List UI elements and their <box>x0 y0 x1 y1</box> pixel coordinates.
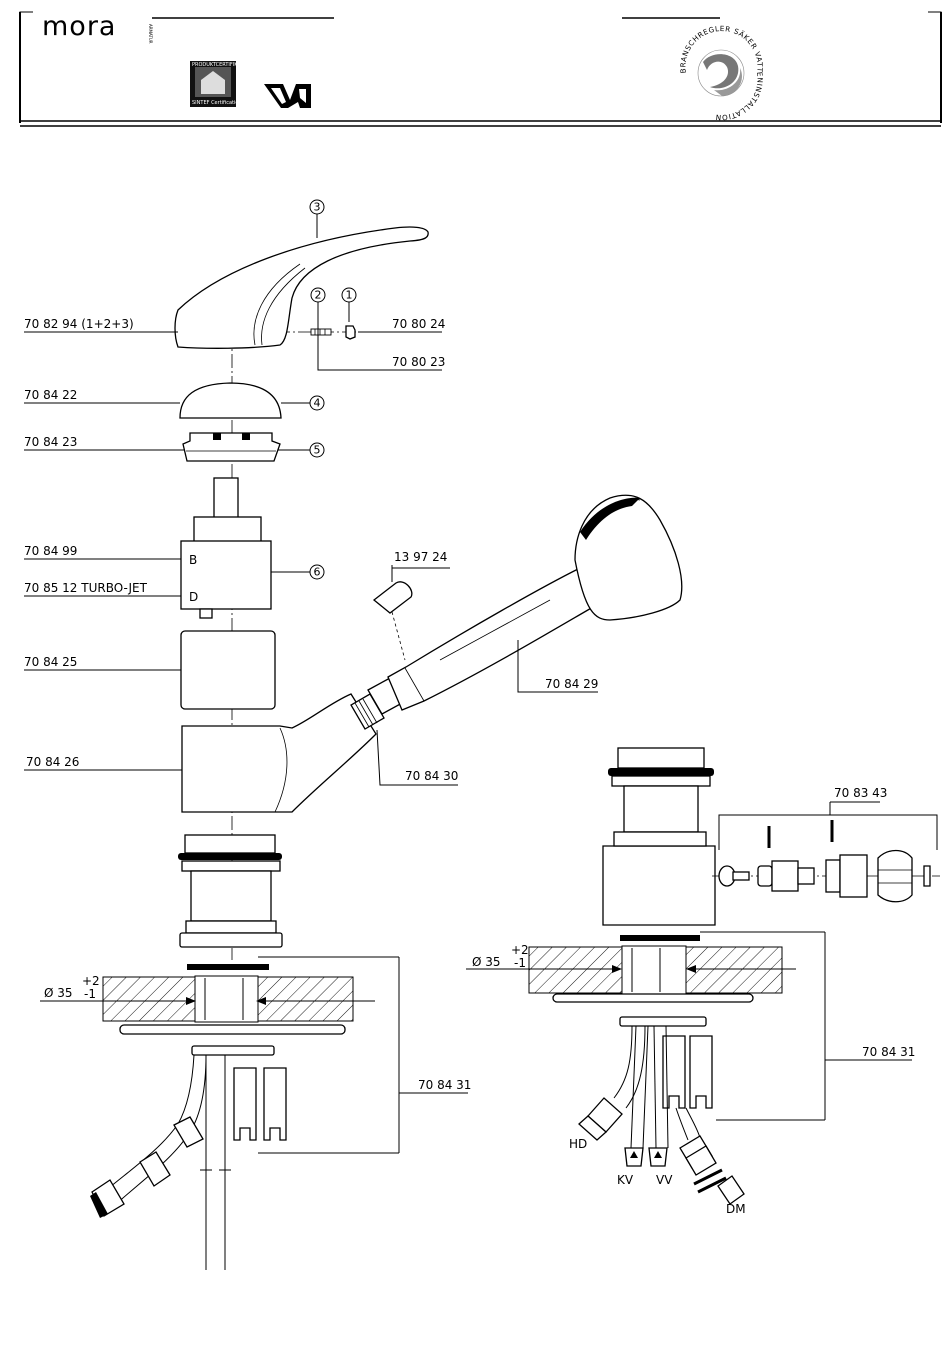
cap-part <box>180 383 281 418</box>
lever-handle <box>175 227 428 348</box>
left-base-assembly <box>90 835 353 1270</box>
label-dia-right: Ø 35 <box>472 955 501 969</box>
sleeve-part <box>181 631 275 709</box>
callout-3: 3 <box>314 201 321 214</box>
brand-sub: ARMATUR <box>148 24 153 44</box>
ring-part <box>183 433 280 461</box>
faucet-body <box>182 694 376 812</box>
label-body: 70 84 26 <box>26 755 79 769</box>
label-aerator: 13 97 24 <box>394 550 447 564</box>
pin-part <box>311 329 331 335</box>
label-tol-minus-right: -1 <box>514 956 526 970</box>
label-hd: HD <box>569 1137 587 1151</box>
label-ring: 70 84 23 <box>24 435 77 449</box>
label-mounting-kit-left: 70 84 31 <box>418 1078 471 1092</box>
callout-4: 4 <box>314 397 321 410</box>
label-sleeve: 70 84 25 <box>24 655 77 669</box>
cert-badge-bottom: SINTEF Certification <box>192 100 242 106</box>
label-tol-plus-left: +2 <box>82 974 100 988</box>
header-frame <box>20 12 941 126</box>
label-tol-minus-left: -1 <box>84 987 96 1001</box>
callout-6: 6 <box>314 566 321 579</box>
label-pin: 70 80 23 <box>392 355 445 369</box>
spray-head-part <box>388 495 682 710</box>
label-tol-plus-right: +2 <box>511 943 529 957</box>
label-screw: 70 80 24 <box>392 317 445 331</box>
callout-1: 1 <box>346 289 353 302</box>
valve-kit-parts <box>712 820 940 902</box>
label-cap: 70 84 22 <box>24 388 77 402</box>
label-dm: DM <box>726 1202 746 1216</box>
seal-logo: BRANSCHREGLER SÄKER VATTENINSTALLATION <box>678 24 764 122</box>
label-kv: KV <box>617 1173 634 1187</box>
label-hose-nut: 70 84 30 <box>405 769 458 783</box>
aerator-part <box>374 582 412 660</box>
label-cartridge-b: B <box>189 553 197 567</box>
label-dia-left: Ø 35 <box>44 986 73 1000</box>
label-mounting-kit-right: 70 84 31 <box>862 1045 915 1059</box>
label-vv: VV <box>656 1173 673 1187</box>
brand-name: mora <box>42 11 116 42</box>
cert-badge-top: PRODUKTCERTIFIKAT <box>192 62 244 68</box>
label-cartridge: 70 84 99 <box>24 544 77 558</box>
label-cartridge-d: D <box>189 590 198 604</box>
vatten-logo <box>264 84 311 108</box>
label-handle-assembly: 70 82 94 (1+2+3) <box>24 317 134 331</box>
label-cartridge-turbo: 70 85 12 TURBO-JET <box>24 581 148 595</box>
mora-logo: mora ARMATUR <box>42 11 153 44</box>
right-base-assembly <box>529 748 782 1204</box>
part-labels: 70 82 94 (1+2+3) 70 80 24 70 80 23 70 84… <box>24 317 915 1216</box>
label-spray-head: 70 84 29 <box>545 677 598 691</box>
label-valve-kit: 70 83 43 <box>834 786 887 800</box>
callout-2: 2 <box>315 289 322 302</box>
callout-5: 5 <box>314 444 321 457</box>
cert-badge: PRODUKTCERTIFIKAT SINTEF Certification <box>190 61 244 107</box>
screw-part <box>346 326 355 339</box>
